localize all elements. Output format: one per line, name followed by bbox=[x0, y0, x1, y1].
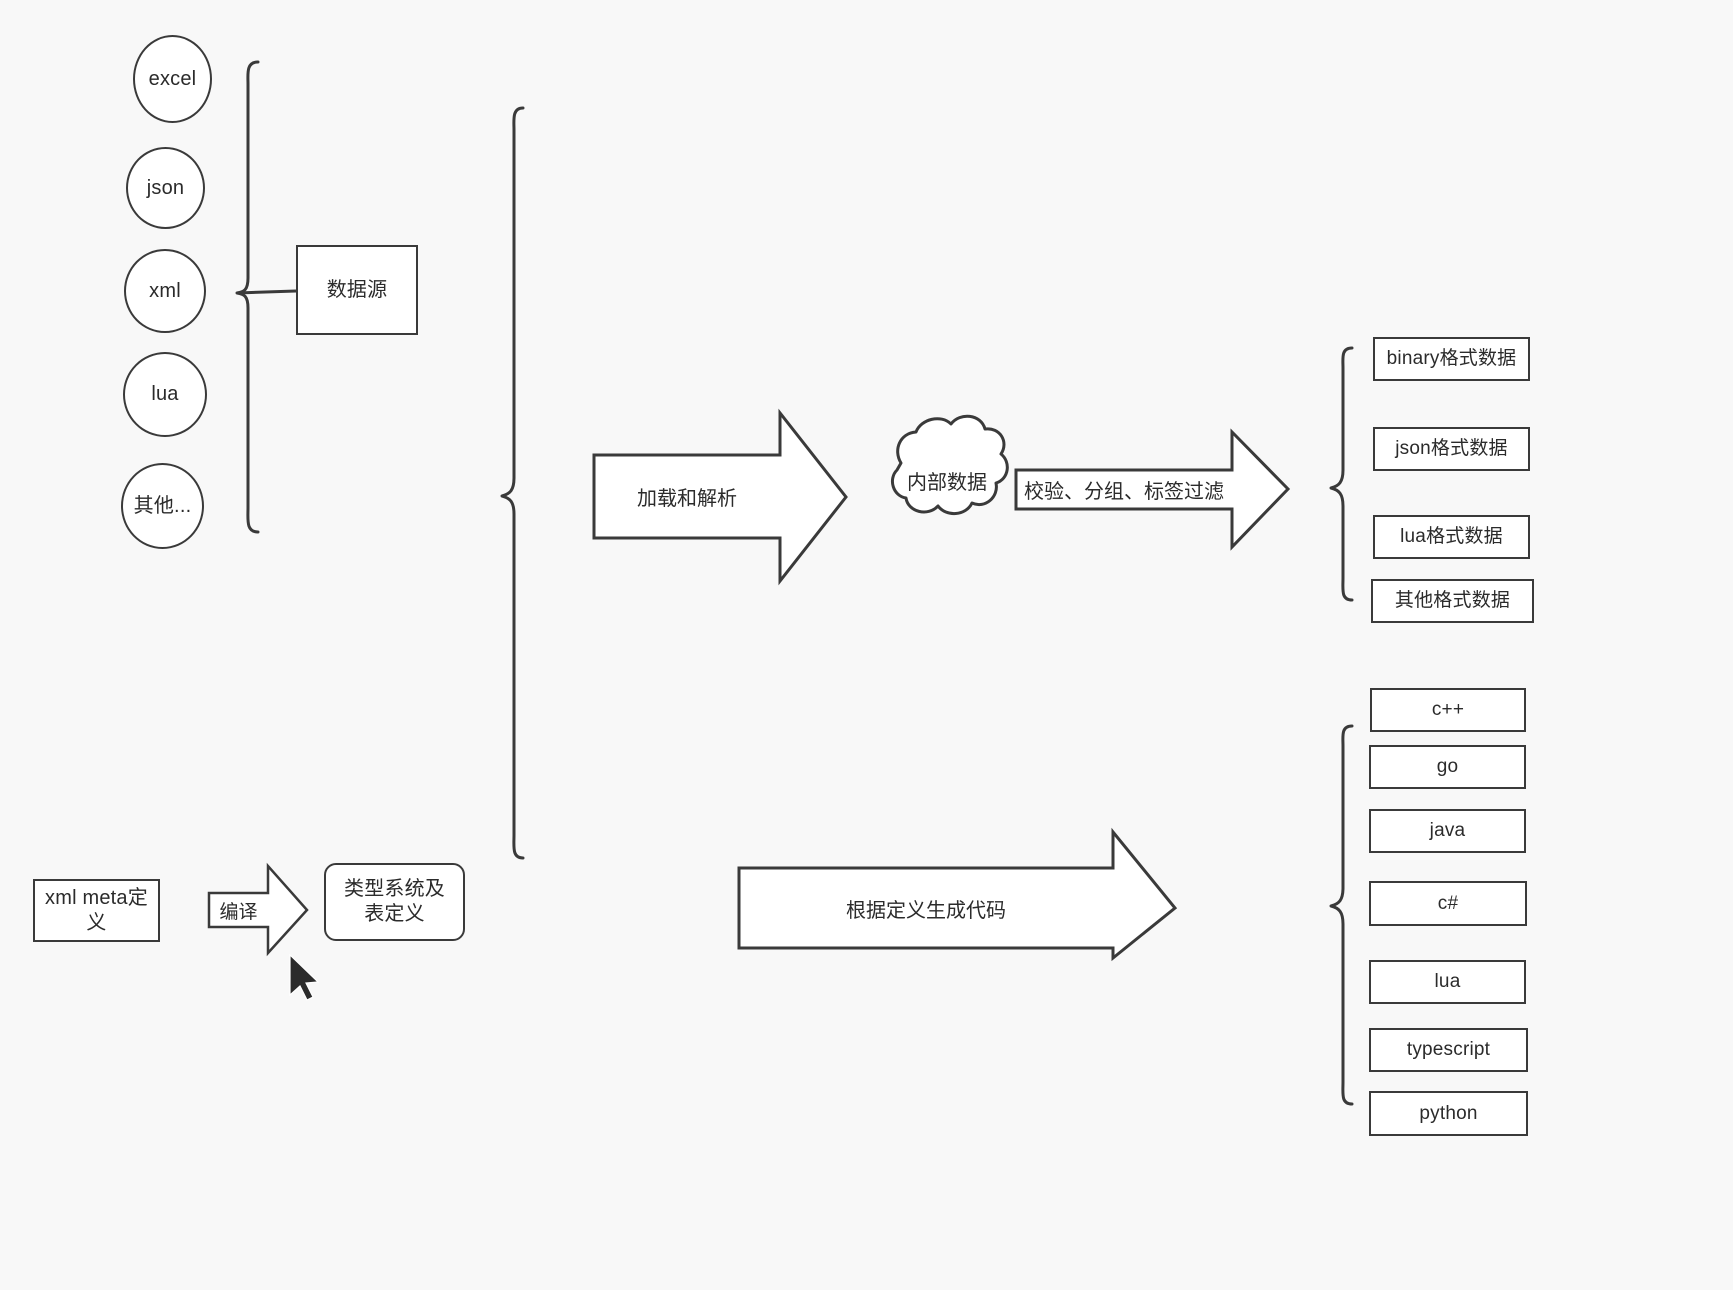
type-system-box[interactable]: 类型系统及表定义 bbox=[324, 863, 465, 941]
source-label: 其他... bbox=[133, 494, 192, 517]
output-label: 其他格式数据 bbox=[1394, 590, 1511, 612]
data-formats-brace bbox=[1329, 346, 1354, 602]
output-box-json[interactable]: json格式数据 bbox=[1373, 427, 1530, 471]
lang-label: c++ bbox=[1431, 699, 1465, 721]
compile-arrow bbox=[207, 862, 309, 957]
output-box-other-data[interactable]: 其他格式数据 bbox=[1371, 579, 1534, 623]
source-circle-lua[interactable]: lua bbox=[123, 352, 207, 437]
lang-label: c# bbox=[1437, 892, 1459, 914]
lang-label: java bbox=[1429, 820, 1466, 842]
lang-box-csharp[interactable]: c# bbox=[1369, 881, 1527, 926]
internal-data-cloud-label: 内部数据 bbox=[907, 471, 987, 494]
output-box-binary[interactable]: binary格式数据 bbox=[1373, 337, 1530, 381]
load-parse-arrow-label: 加载和解析 bbox=[637, 488, 737, 510]
source-circle-other[interactable]: 其他... bbox=[121, 463, 204, 549]
lang-label: typescript bbox=[1406, 1039, 1491, 1061]
lang-label: go bbox=[1436, 756, 1459, 778]
source-circle-xml[interactable]: xml bbox=[124, 249, 206, 333]
source-label: json bbox=[146, 176, 185, 199]
lang-label: python bbox=[1419, 1102, 1478, 1124]
lang-box-cpp[interactable]: c++ bbox=[1370, 688, 1526, 732]
main-input-brace bbox=[500, 106, 525, 860]
lang-box-go[interactable]: go bbox=[1369, 745, 1526, 789]
sources-to-group-connector bbox=[236, 289, 297, 295]
generate-code-arrow bbox=[737, 827, 1178, 962]
lang-box-lua[interactable]: lua bbox=[1369, 960, 1526, 1004]
source-circle-json[interactable]: json bbox=[126, 147, 205, 229]
data-source-group-box[interactable]: 数据源 bbox=[296, 245, 418, 335]
source-label: excel bbox=[148, 67, 197, 90]
mouse-cursor bbox=[289, 953, 320, 1001]
data-source-group-label: 数据源 bbox=[326, 278, 388, 301]
lang-box-java[interactable]: java bbox=[1369, 809, 1526, 853]
lang-box-python[interactable]: python bbox=[1369, 1091, 1528, 1136]
sources-brace bbox=[235, 60, 260, 534]
load-parse-arrow bbox=[592, 408, 848, 586]
source-circle-excel[interactable]: excel bbox=[133, 35, 212, 123]
lang-box-typescript[interactable]: typescript bbox=[1369, 1028, 1528, 1072]
output-label: binary格式数据 bbox=[1386, 348, 1517, 370]
lang-label: lua bbox=[1434, 971, 1461, 993]
generate-code-arrow-label: 根据定义生成代码 bbox=[846, 899, 1006, 922]
type-system-label: 类型系统及表定义 bbox=[344, 878, 445, 925]
output-label: json格式数据 bbox=[1395, 438, 1508, 460]
output-box-lua-data[interactable]: lua格式数据 bbox=[1373, 515, 1530, 559]
validate-group-filter-arrow-label: 校验、分组、标签过滤 bbox=[1024, 481, 1224, 503]
languages-brace bbox=[1329, 724, 1354, 1106]
validate-group-filter-arrow bbox=[1014, 428, 1291, 551]
source-label: lua bbox=[151, 383, 179, 405]
xml-meta-definition-label: xml meta定义 bbox=[45, 886, 148, 934]
output-label: lua格式数据 bbox=[1400, 526, 1503, 548]
xml-meta-definition-box[interactable]: xml meta定义 bbox=[33, 879, 160, 942]
compile-arrow-label: 编译 bbox=[219, 901, 258, 923]
source-label: xml bbox=[149, 279, 181, 302]
